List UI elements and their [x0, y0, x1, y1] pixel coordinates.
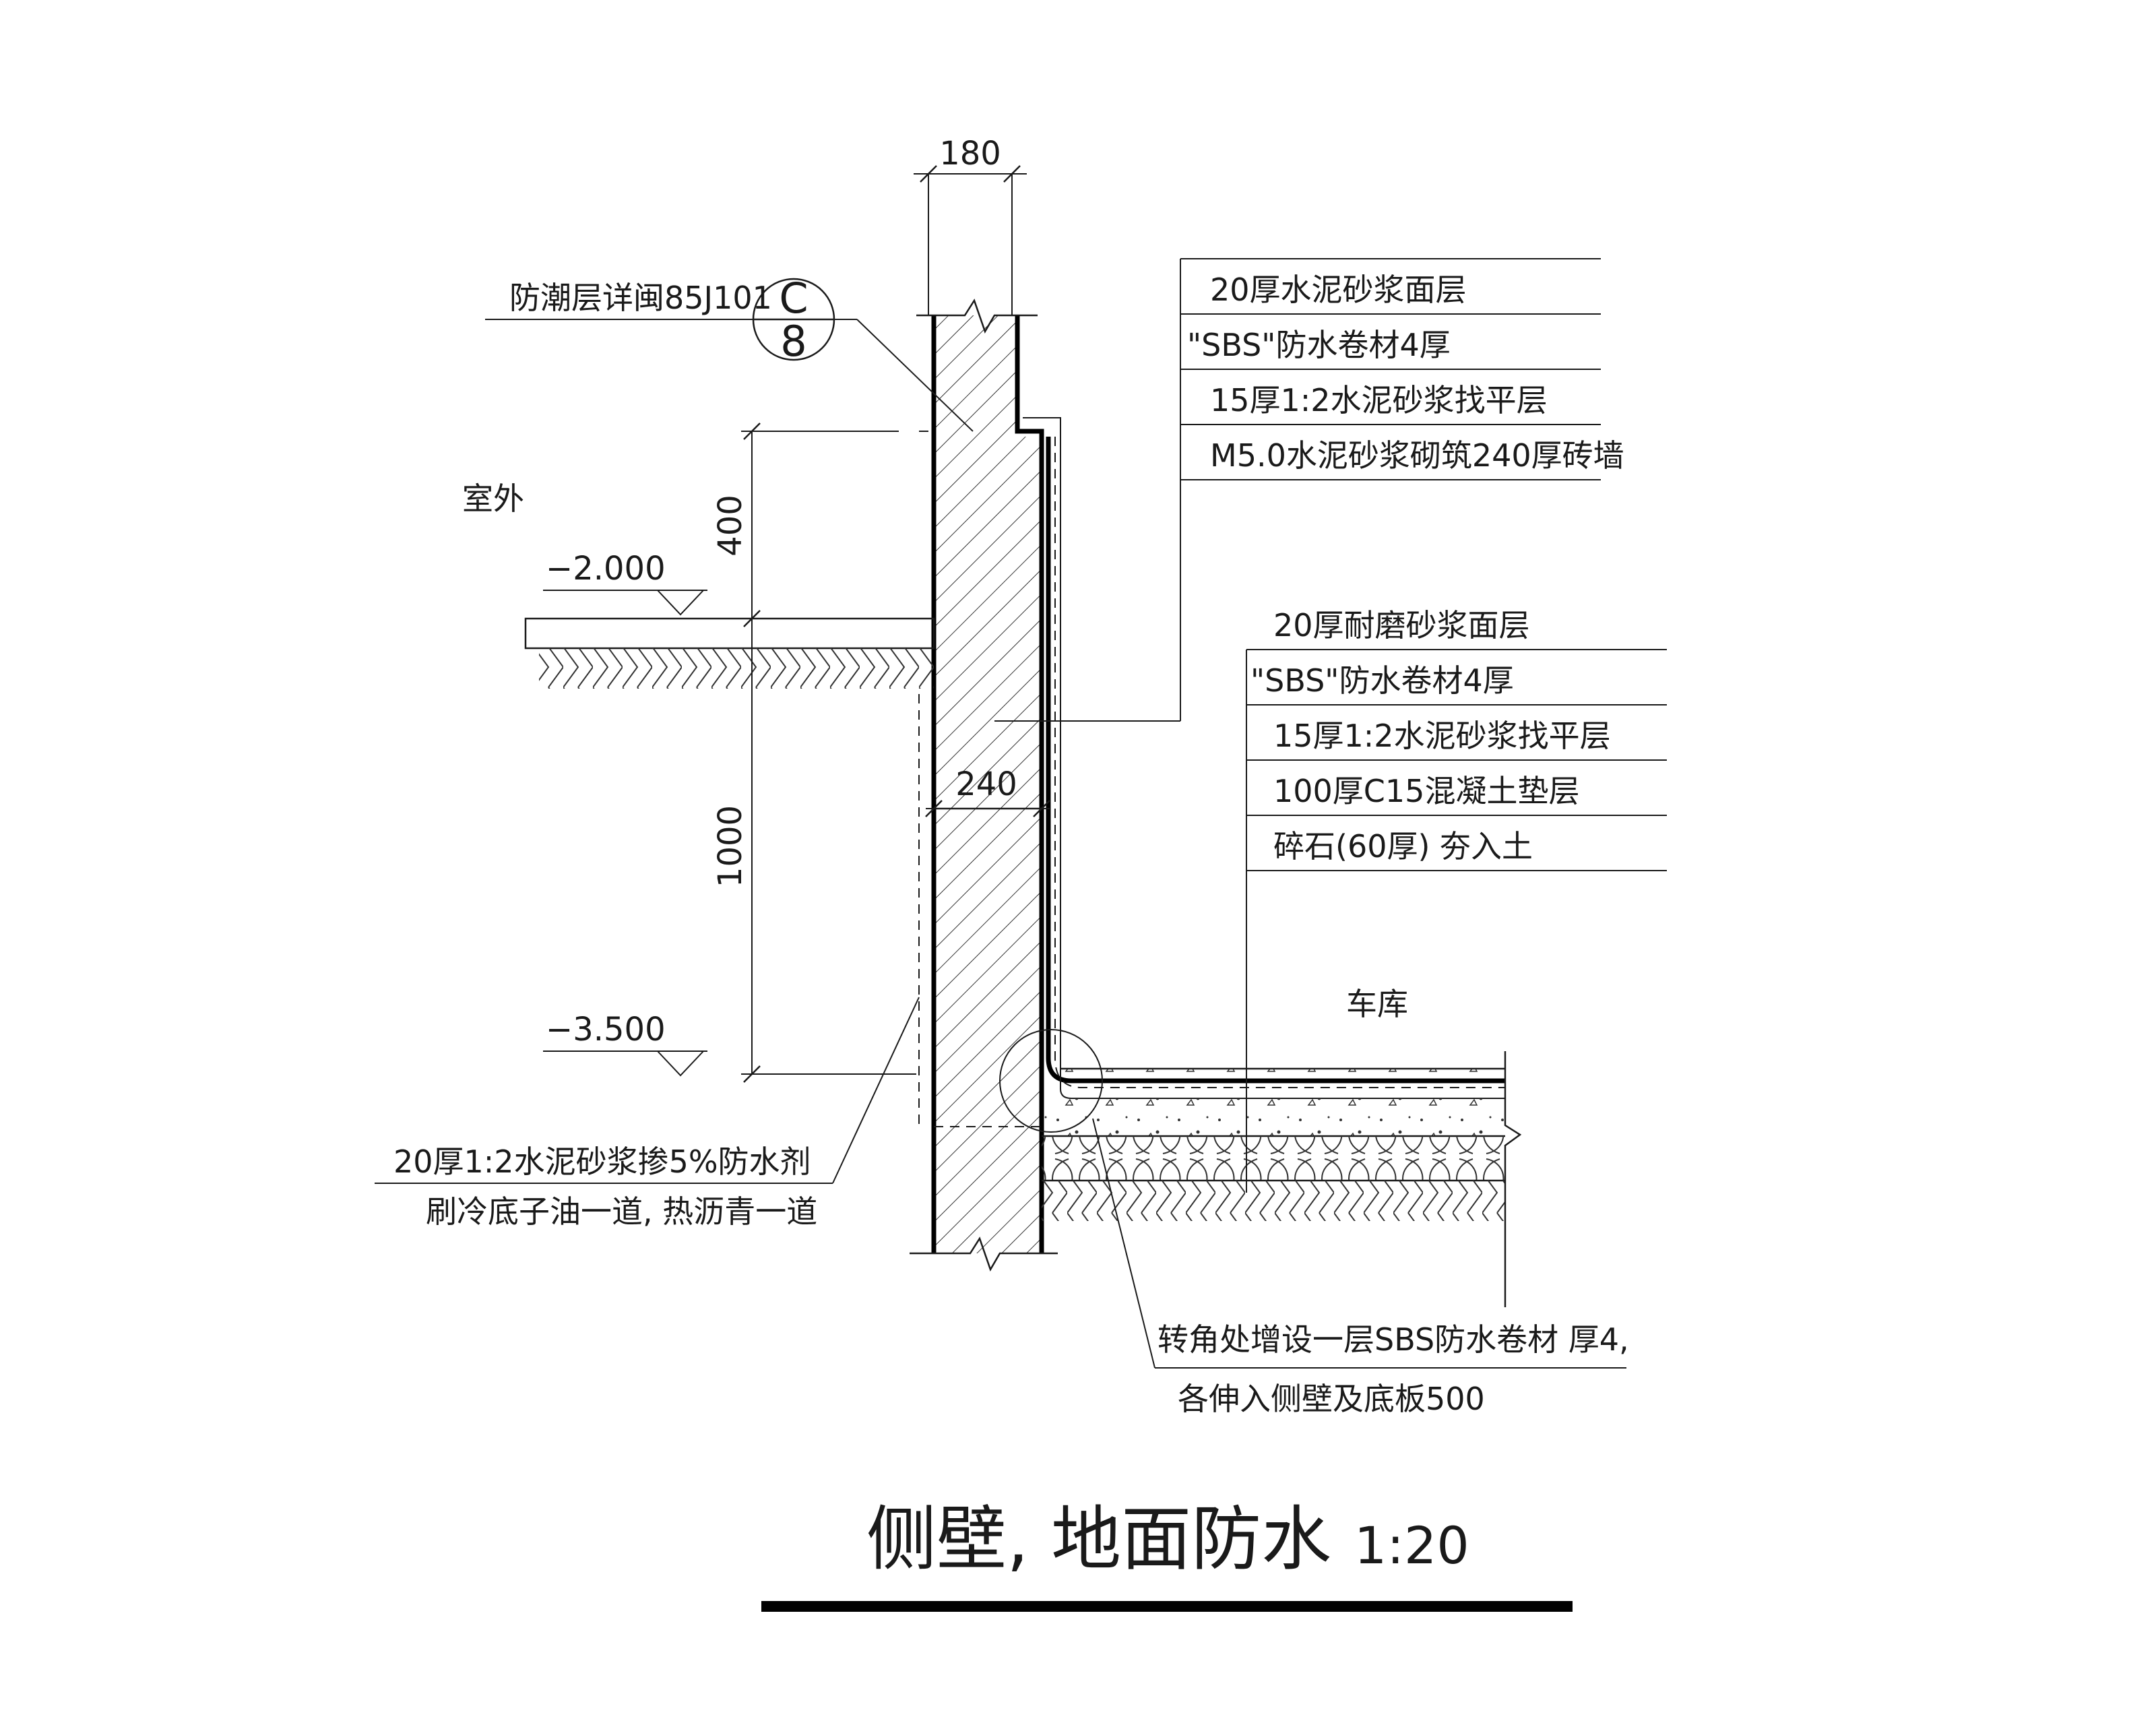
outer-render-layer [918, 431, 934, 1125]
elevation-ground-text: −2.000 [546, 550, 666, 588]
waterproof-membrane [1023, 417, 1505, 1099]
floor-layer-3: 15厚1:2水泥砂浆找平层 [1273, 718, 1611, 754]
elevation-floor: −3.500 [543, 1011, 707, 1077]
outer-note-line1: 20厚1:2水泥砂浆掺5%防水剂 [393, 1143, 811, 1180]
floor-layer-5: 碎石(60厚) 夯入土 [1273, 828, 1533, 865]
corner-note-line1: 转角处增设一层SBS防水卷材 厚4, [1158, 1321, 1629, 1358]
floor-layer-callout: 20厚耐磨砂浆面层 "SBS"防水卷材4厚 15厚1:2水泥砂浆找平层 100厚… [1246, 607, 1667, 1193]
brick-wall [910, 299, 1058, 1272]
floor-build-up [934, 1051, 1522, 1307]
wall-layer-4: M5.0水泥砂浆砌筑240厚砖墙 [1210, 437, 1624, 474]
title-scale: 1:20 [1354, 1515, 1469, 1575]
floor-layer-1: 20厚耐磨砂浆面层 [1273, 607, 1530, 644]
label-outdoor: 室外 [462, 480, 524, 517]
floor-layer-2: "SBS"防水卷材4厚 [1250, 662, 1514, 699]
title-main: 侧壁, 地面防水 [866, 1498, 1331, 1580]
elevation-ground: −2.000 [543, 550, 707, 616]
floor-layer-4: 100厚C15混凝土垫层 [1273, 773, 1579, 809]
dim-180-text: 180 [939, 135, 1001, 172]
dim-1000-text: 1000 [711, 805, 749, 887]
dim-240-text: 240 [955, 765, 1017, 803]
detail-ref-bottom: 8 [780, 317, 806, 366]
wall-layer-callout: 20厚水泥砂浆面层 "SBS"防水卷材4厚 15厚1:2水泥砂浆找平层 M5.0… [994, 258, 1624, 722]
detail-ref-top: C [779, 274, 808, 323]
outer-note-line2: 刷冷底子油一道, 热沥青一道 [426, 1193, 817, 1230]
dpc-callout: 防潮层详闽85J101 C 8 [485, 274, 974, 432]
wall-layer-1: 20厚水泥砂浆面层 [1210, 272, 1467, 308]
corner-detail-circle [999, 1029, 1103, 1133]
dimension-240: 240 [925, 765, 1050, 817]
elevation-floor-text: −3.500 [546, 1011, 666, 1048]
dimension-vertical: 400 1000 [711, 422, 916, 1083]
outdoor-ground [524, 617, 935, 689]
corner-callout: 转角处增设一层SBS防水卷材 厚4, 各伸入侧壁及底板500 [1092, 1118, 1629, 1417]
corner-note-line2: 各伸入侧壁及底板500 [1178, 1381, 1485, 1417]
outer-render-callout: 20厚1:2水泥砂浆掺5%防水剂 刷冷底子油一道, 热沥青一道 [375, 997, 920, 1230]
drawing-title: 侧壁, 地面防水 1:20 [761, 1498, 1573, 1612]
wall-layer-3: 15厚1:2水泥砂浆找平层 [1210, 382, 1548, 418]
dpc-note-text: 防潮层详闽85J101 [509, 280, 772, 316]
dim-400-text: 400 [711, 495, 749, 557]
label-garage: 车库 [1346, 986, 1408, 1022]
dimension-180: 180 [914, 135, 1027, 315]
wall-layer-2: "SBS"防水卷材4厚 [1187, 327, 1451, 363]
